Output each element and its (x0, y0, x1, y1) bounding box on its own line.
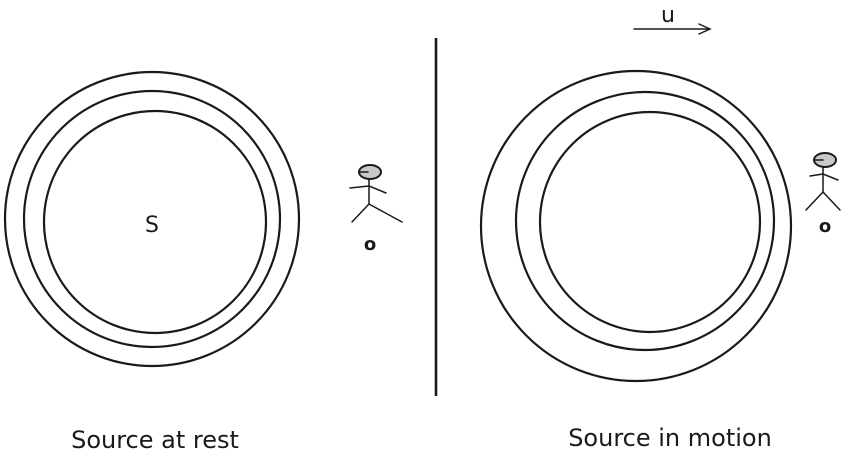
caption-source-in-motion: Source in motion (568, 424, 772, 452)
source-label: S (145, 213, 159, 238)
wavefront-outer (481, 71, 791, 381)
observer-label: o (819, 216, 831, 237)
observer-label: o (364, 234, 376, 255)
panel-source-in-motion: u o Source in motion (481, 3, 840, 452)
wavefront-inner (540, 112, 760, 332)
stick-figure-icon (350, 165, 402, 222)
panel-source-at-rest: S o Source at rest (5, 72, 402, 454)
velocity-label: u (661, 3, 675, 28)
stick-figure-icon (806, 153, 840, 210)
wavefront-middle (516, 92, 774, 350)
caption-source-at-rest: Source at rest (71, 426, 239, 454)
